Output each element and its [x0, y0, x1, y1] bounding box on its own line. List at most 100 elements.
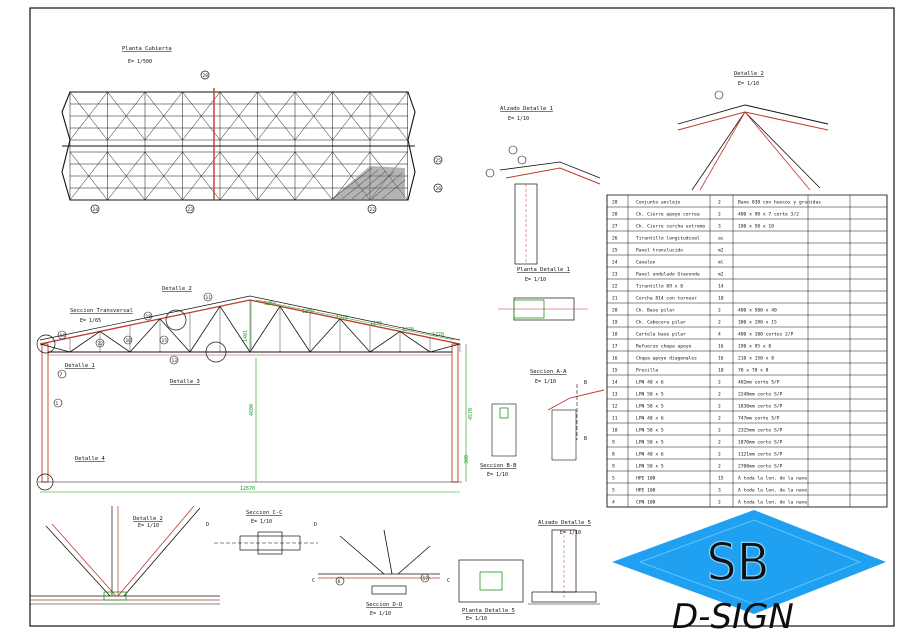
parts-table-cell: Conjunto anclaje	[636, 200, 680, 206]
section-mark-b-top: B	[584, 380, 587, 386]
cross-section-title: Seccion Transversal	[70, 308, 133, 314]
parts-table-cell: Cercha 814 con tornear	[636, 296, 697, 302]
section-a-a-scale: E= 1/10	[535, 379, 556, 385]
section-d-d-scale: E= 1/10	[370, 611, 391, 617]
parts-table-cell: 400 x 90 x 7 corte 3/2	[738, 212, 799, 218]
balloon-13: 13	[172, 358, 178, 364]
parts-table-cell: 402mm corte S/P	[738, 380, 780, 386]
balloon-26: 26	[436, 186, 442, 192]
parts-table-cell: Panel ondulado Gravonda	[636, 272, 700, 278]
logo-diamond	[612, 510, 886, 614]
parts-table-cell: 28	[612, 212, 618, 218]
parts-table-cell: Bano 830 con huecos y grunidas	[738, 200, 821, 206]
balloon-17: 17	[423, 576, 429, 582]
section-a-a: Seccion A-A E= 1/10 B B Seccion B-B E= 1…	[480, 369, 605, 478]
parts-table-cell: Ch. Cierre apoyo correa	[636, 212, 700, 218]
parts-table-cell: 14	[612, 380, 618, 386]
parts-table-cell: Canalon	[636, 260, 656, 266]
parts-table-cell: 25	[612, 248, 618, 254]
parts-table-cell: A toda la lon. de la nave	[738, 488, 807, 494]
parts-table-cell: LPN 50 x 5	[636, 392, 664, 398]
section-mark-b-bottom: B	[584, 436, 587, 442]
parts-table-cell: 11	[612, 416, 618, 422]
balloon-28: 28	[203, 73, 209, 79]
parts-table-cell: 2	[718, 428, 721, 434]
parts-table-cell: 3	[718, 488, 721, 494]
parts-table-cell: LPN 40 x 6	[636, 452, 664, 458]
parts-table-cell: 300 x 190 x 15	[738, 320, 777, 326]
balloon-14: 14	[60, 333, 66, 339]
parts-table-cell: 2325mm corte S/P	[738, 428, 782, 434]
dim-column-height: 4600	[249, 404, 255, 416]
parts-table-cell: LPN 50 x 5	[636, 404, 664, 410]
parts-table-cell: 4	[612, 500, 615, 506]
parts-table-cell: 2248mm corte S/P	[738, 392, 782, 398]
parts-table-cell: Ch. Cierre cercha extremo	[636, 224, 705, 230]
parts-table-cell: 2	[718, 500, 721, 506]
detail-2: Detalle 2 E= 1/10	[677, 71, 829, 191]
detail-2-ref: Detalle 2	[162, 286, 192, 292]
section-mark-d-right: D	[314, 522, 317, 528]
parts-table-cell: 23	[612, 272, 618, 278]
parts-table-cell: LPN 40 x 6	[636, 380, 664, 386]
sb-design-logo: SB D-SIGN	[612, 510, 886, 637]
parts-table-cell: 400 x 100 cortes 2/P	[738, 332, 794, 338]
parts-table-cell: 2	[718, 452, 721, 458]
parts-table-cell: 2	[718, 308, 721, 314]
sheet-frame	[29, 7, 895, 627]
parts-table-cell: 2	[718, 320, 721, 326]
section-a-a-title: Seccion A-A	[530, 369, 567, 375]
parts-table-cell: Ch. Cabecera pilar	[636, 320, 686, 326]
parts-table-cell: 12	[612, 404, 618, 410]
parts-table-cell: A toda la lon. de la nave	[738, 500, 807, 506]
parts-table-cell: 16	[612, 356, 618, 362]
parts-table-cell: 400 x 500 x 40	[738, 308, 777, 314]
plan-detail-1-title: Planta Detalle 1	[517, 267, 570, 273]
section-mark-c-left: C	[312, 578, 315, 584]
parts-table-cell: 1830mm corte S/P	[738, 404, 782, 410]
dim-total-span: 12670	[240, 486, 255, 492]
parts-table-cell: 5	[612, 476, 615, 482]
parts-table-cell: 2	[718, 440, 721, 446]
parts-table-cell: 747mm corte S/P	[738, 416, 780, 422]
parts-table-cell: Presilla	[636, 368, 658, 374]
elevation-detail-5-title: Alzado Detalle 5	[538, 520, 591, 526]
balloon-1: 1	[56, 401, 59, 407]
section-mark-d-left: D	[206, 522, 209, 528]
dim-seg-5: 1270	[402, 327, 414, 333]
elevation-detail-1-scale: E= 1/10	[508, 116, 529, 122]
parts-table-cell: 17	[612, 344, 618, 350]
parts-table-cell: 9	[612, 464, 615, 470]
parts-table-cell: 10	[718, 296, 724, 302]
parts-table-cell: 16	[718, 356, 724, 362]
roof-plan: Planta Cubierta E= 1/500 28 25 26 24 23 …	[61, 46, 443, 214]
parts-table-cell: 4	[718, 332, 721, 338]
dim-rise: 1401	[243, 330, 249, 342]
parts-table-cell: 27	[612, 224, 618, 230]
parts-table-cell: 10	[718, 368, 724, 374]
section-mark-c-right: C	[447, 578, 450, 584]
parts-table-cell: LPN 50 x 5	[636, 428, 664, 434]
parts-table-cell: HPE 100	[636, 488, 656, 494]
dim-column-height-right: 4570	[468, 408, 474, 420]
parts-table-cell: 18	[612, 332, 618, 338]
parts-table-cell: 70 x 70 x 8	[738, 368, 769, 374]
dim-seg-3: 1270	[336, 315, 348, 321]
elevation-detail-1: Alzado Detalle 1 E= 1/10 Planta Detalle …	[485, 106, 601, 321]
parts-table-cell: CPN 100	[636, 500, 656, 506]
balloon-18: 18	[146, 314, 152, 320]
parts-table-cell: HPE 100	[636, 476, 656, 482]
balloon-15: 15	[162, 338, 168, 344]
bottom-detail-2-title: Detalle 2	[133, 516, 163, 522]
parts-table-cell: Cartela base pilar	[636, 332, 686, 338]
parts-table-cell: LPN 50 x 5	[636, 464, 664, 470]
balloon-12: 12	[98, 341, 104, 347]
section-c-c-title: Seccion C-C	[246, 510, 282, 516]
balloon-7: 7	[60, 372, 63, 378]
parts-table-cell: Tirantillo 09 x 8	[636, 284, 683, 290]
parts-table-cell: 1870mm corte S/P	[738, 440, 782, 446]
parts-table-cell: 10	[612, 428, 618, 434]
balloon-25: 25	[436, 158, 442, 164]
parts-table-cell: 2	[718, 416, 721, 422]
cross-section: Seccion Transversal E= 1/65 Detalle 2 De…	[36, 286, 474, 493]
